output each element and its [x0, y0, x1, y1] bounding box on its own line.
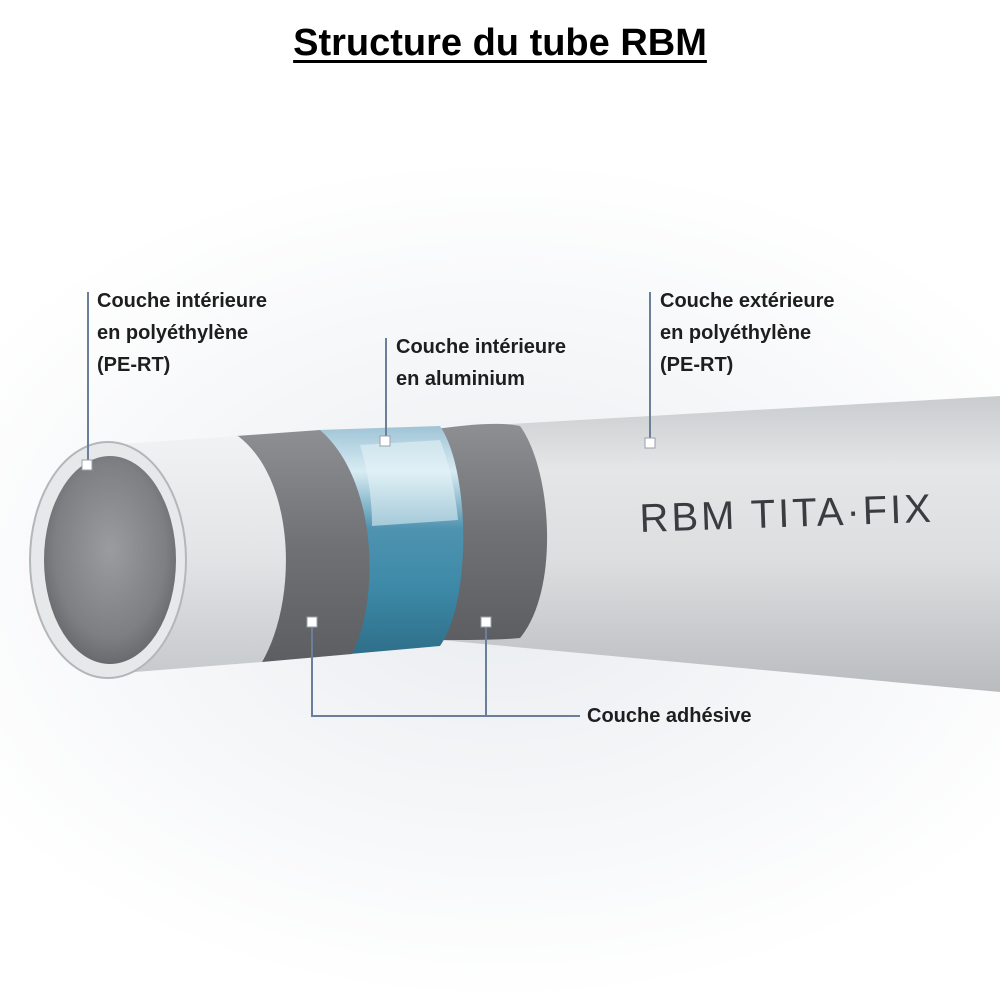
label-adhesive-line-1: Couche adhésive: [587, 705, 752, 727]
label-aluminium: Couche intérieure en aluminium: [396, 331, 566, 395]
marker-aluminium: [379, 435, 391, 447]
outer-pe-layer: [440, 396, 1000, 692]
adhesive-band-left: [236, 430, 370, 662]
label-inner-pe-line-1: Couche intérieure: [97, 290, 268, 312]
label-inner-pe-line-3: (PE-RT): [97, 354, 171, 376]
marker-adhesive-left: [306, 616, 318, 628]
markers: [81, 435, 656, 628]
label-inner-pe: Couche intérieure en polyéthylène (PE-RT…: [97, 285, 267, 381]
label-aluminium-line-2: en aluminium: [396, 368, 525, 390]
label-outer-pe-line-2: en polyéthylène: [660, 322, 812, 344]
page-title: Structure du tube RBM: [293, 22, 707, 64]
marker-adhesive-right: [480, 616, 492, 628]
tube-bore: [44, 456, 176, 664]
label-outer-pe: Couche extérieure en polyéthylène (PE-RT…: [660, 285, 835, 381]
label-adhesive: Couche adhésive: [587, 700, 752, 732]
brand-print: RBM TITA·FIX: [639, 487, 935, 541]
leader-adhesive: [311, 622, 580, 717]
label-aluminium-line-1: Couche intérieure: [396, 336, 567, 358]
aluminium-highlight: [360, 440, 458, 526]
label-outer-pe-line-1: Couche extérieure: [660, 290, 835, 312]
marker-inner-pe: [81, 459, 93, 471]
label-inner-pe-line-2: en polyéthylène: [97, 322, 249, 344]
label-outer-pe-line-3: (PE-RT): [660, 354, 734, 376]
marker-outer-pe: [644, 437, 656, 449]
leader-lines: [87, 292, 651, 717]
